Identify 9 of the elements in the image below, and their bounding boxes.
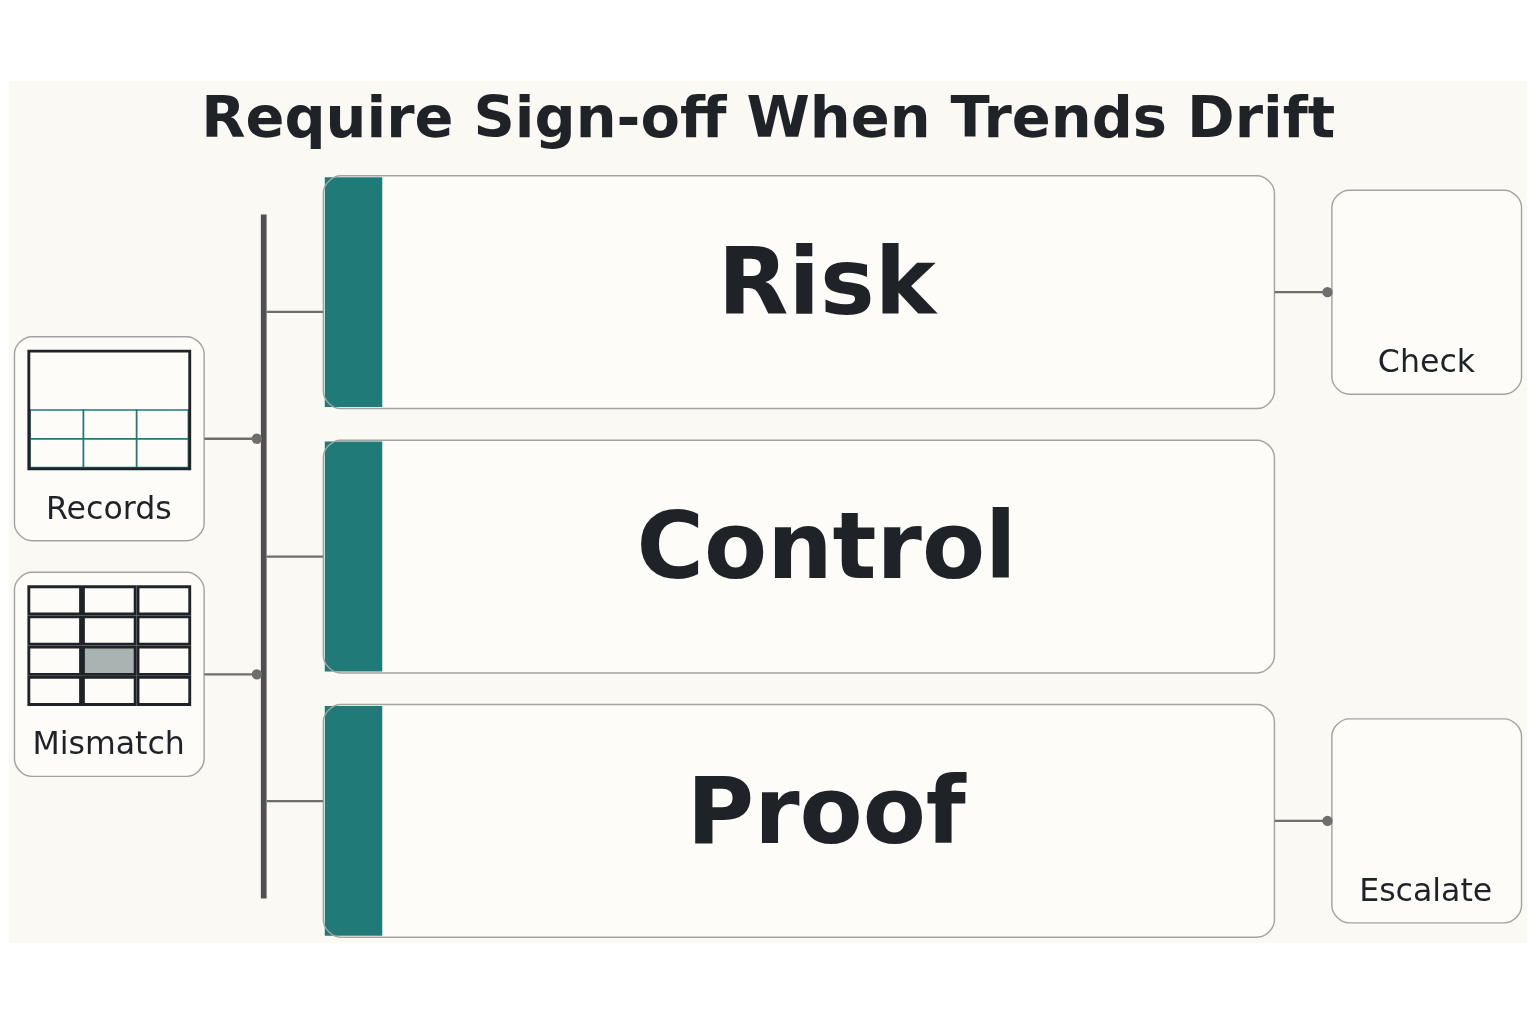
connector (266, 555, 324, 558)
connector (1274, 815, 1333, 827)
diagram-title: Require Sign-off When Trends Drift (201, 84, 1336, 152)
connector (266, 800, 324, 803)
connector (204, 669, 262, 680)
connector (1274, 287, 1333, 298)
connector (266, 310, 324, 314)
node-bar (260, 214, 267, 899)
connector (204, 433, 262, 444)
